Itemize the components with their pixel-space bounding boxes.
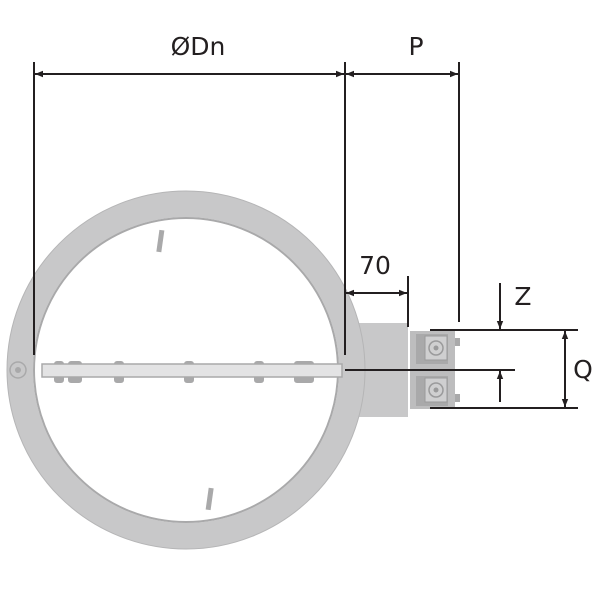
z-label: Z — [514, 282, 531, 311]
q-label: Q — [573, 355, 593, 384]
dimension-lines — [33, 62, 578, 409]
damper-blade — [41, 361, 343, 383]
diameter-label: ØDn — [171, 32, 226, 61]
offset-label: 70 — [359, 251, 391, 280]
p-label: P — [408, 32, 423, 61]
